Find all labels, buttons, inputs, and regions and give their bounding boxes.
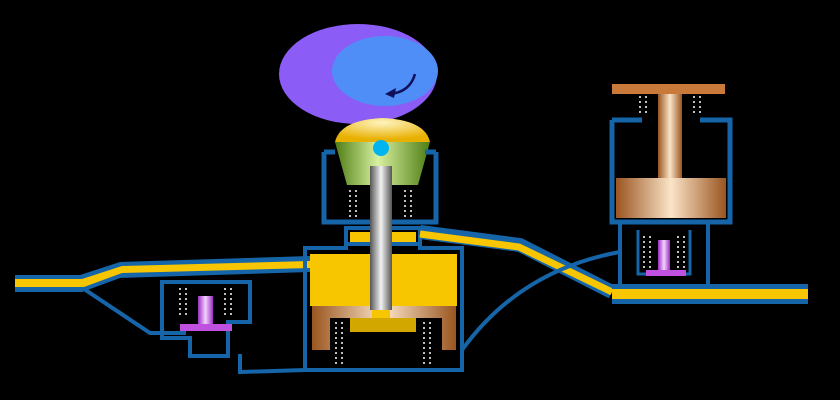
chamber-springs [335, 322, 431, 364]
inlet-valve-disc [180, 324, 232, 331]
delivery-valve-disc [646, 270, 686, 276]
inlet-valve [160, 280, 252, 358]
tappet-cap [335, 118, 430, 142]
lubrication-hole-icon [373, 140, 389, 156]
fuel-output-stream [612, 289, 808, 299]
accumulator-piston-head [616, 178, 726, 218]
fuel-outlet-line [238, 225, 808, 375]
delivery-valve-stem [658, 240, 670, 270]
cam-inner-disc [332, 36, 438, 106]
accumulator-rod [658, 94, 682, 178]
inlet-valve-stem [198, 296, 213, 324]
delivery-valve-springs [643, 236, 685, 270]
pump-tappet [335, 118, 430, 185]
delivery-valve [618, 220, 710, 284]
accumulator-springs [639, 96, 701, 116]
inlet-valve-springs [179, 288, 232, 318]
accumulator-top-plate [612, 84, 725, 94]
cam [279, 24, 438, 124]
accumulator-cylinder [609, 117, 733, 225]
pump-plunger [370, 166, 392, 318]
inlet-valve-housing [160, 280, 252, 358]
fuel-inlet-line [15, 256, 310, 335]
barrel-sleeve [312, 306, 456, 350]
tappet-body [335, 142, 430, 185]
accumulator-piston [609, 84, 733, 225]
